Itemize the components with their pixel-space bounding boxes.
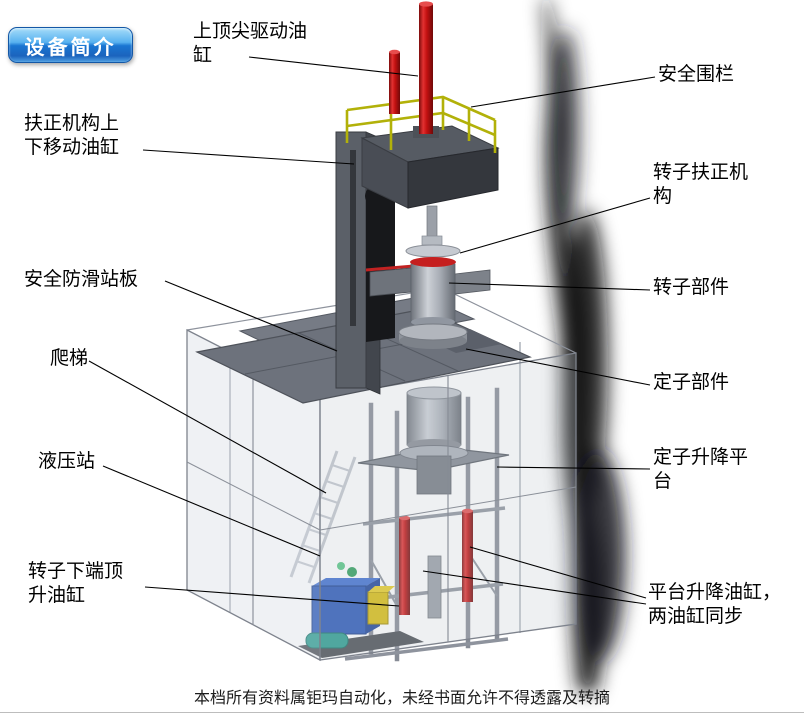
- label-stator-lift-platform: 定子升降平台: [653, 447, 749, 492]
- leader-platform-lift-cylinder-1: [469, 546, 647, 599]
- leader-lines: [88, 56, 656, 607]
- enclosure-frame: [186, 328, 577, 662]
- top-drive-cylinders-graphic: [389, 1, 439, 138]
- leader-ladder: [88, 360, 327, 494]
- safety-railing-graphic: [345, 95, 497, 153]
- rotor-assembly-graphic: [365, 205, 491, 349]
- label-upper-drive-cylinder: 上顶尖驱动油缸: [193, 21, 308, 66]
- label-hydraulic-station: 液压站: [38, 451, 96, 472]
- leader-upper-drive-cylinder: [248, 56, 419, 77]
- bottom-divider: [0, 712, 804, 713]
- label-anti-slip-board: 安全防滑站板: [24, 269, 139, 290]
- label-stator-part: 定子部件: [653, 372, 730, 393]
- platform-lift-cylinders-graphic: [399, 508, 473, 615]
- leader-stator-part: [465, 348, 651, 386]
- label-rotor-bottom-jack-cylinder: 转子下端顶升油缸: [28, 561, 124, 606]
- footer-confidentiality-note: 本档所有资料属钜玛自动化，未经书面允许不得透露及转摘: [193, 690, 610, 707]
- leader-centering-updown-cylinder: [142, 149, 355, 165]
- ladder-graphic: [289, 450, 357, 584]
- leader-rotor-centering-mechanism: [459, 197, 651, 254]
- label-rotor-centering-mechanism: 转子扶正机构: [653, 162, 749, 207]
- leader-anti-slip-board: [164, 280, 338, 352]
- label-safety-fence: 安全围栏: [658, 64, 735, 85]
- bottom-jack-cylinder-graphic: [427, 555, 442, 619]
- title-badge: 设备简介: [8, 27, 133, 63]
- leader-stator-lift-platform: [496, 466, 651, 470]
- press-column-graphic: [335, 131, 395, 395]
- label-rotor-part: 转子部件: [653, 277, 730, 298]
- label-centering-updown-cylinder: 扶正机构上下移动油缸: [24, 113, 120, 158]
- label-platform-lift-cylinders: 平台升降油缸，两油缸同步: [648, 582, 782, 627]
- leader-hydraulic-station: [102, 465, 321, 557]
- hydraulic-unit-graphic: [298, 562, 424, 658]
- leader-rotor-part: [448, 282, 651, 291]
- leader-safety-fence: [470, 76, 656, 108]
- label-ladder: 爬梯: [50, 348, 89, 369]
- leader-platform-lift-cylinder-2: [422, 570, 647, 605]
- leader-rotor-bottom-jack-cylinder: [144, 586, 400, 607]
- head-block-graphic: [360, 125, 500, 209]
